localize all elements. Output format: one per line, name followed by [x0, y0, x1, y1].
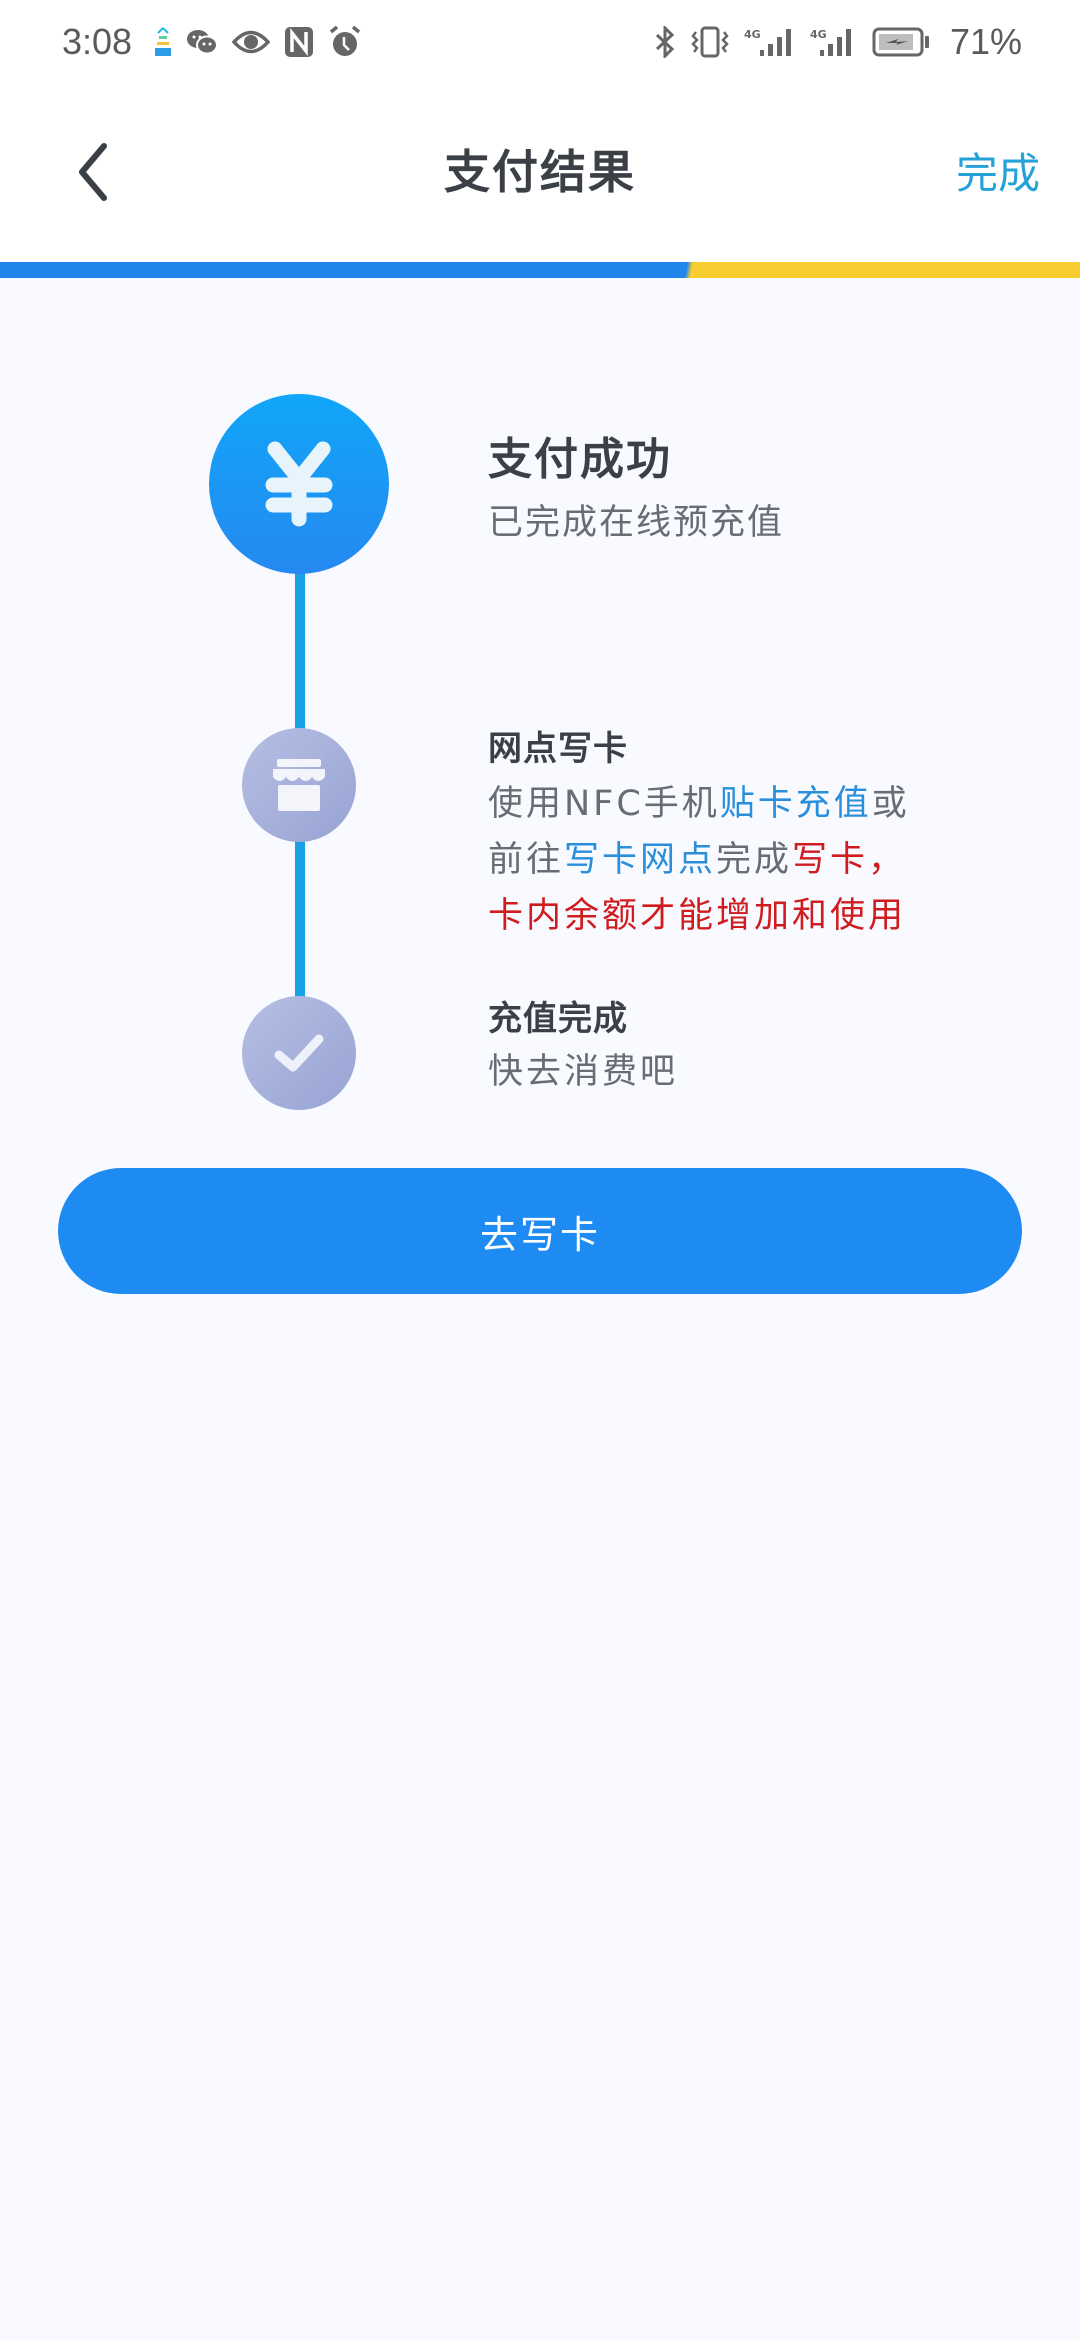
battery-charging-icon: [872, 26, 930, 58]
tap-card-recharge-link[interactable]: 贴卡充值: [719, 784, 872, 824]
warning-text: 卡内余额才能增加和使用: [488, 896, 907, 936]
wechat-icon: [186, 28, 219, 56]
payment-steps-timeline: 支付成功 已完成在线预充值 网点写卡 使用NFC手机贴卡充值或 前往写卡网点完成…: [0, 278, 1080, 1158]
step-description: 已完成在线预充值: [488, 503, 785, 543]
step-recharge-complete: 充值完成 快去消费吧: [488, 994, 678, 1100]
vibrate-icon: [690, 26, 730, 58]
store-icon: [273, 759, 325, 811]
back-button[interactable]: [62, 136, 122, 208]
warning-text: 写卡，: [792, 840, 907, 880]
nfc-icon: [284, 26, 314, 58]
step-description: 快去消费吧: [488, 1052, 679, 1092]
step-payment-success-badge: [209, 394, 389, 574]
step-description: 使用NFC手机贴卡充值或 前往写卡网点完成写卡， 卡内余额才能增加和使用: [488, 776, 910, 944]
step-write-card-badge: [242, 728, 356, 842]
svg-text:4G: 4G: [810, 28, 827, 41]
step-title: 网点写卡: [488, 729, 628, 769]
page-title: 支付结果: [444, 145, 636, 199]
text-segment: 完成: [716, 840, 793, 880]
status-time: 3:08: [62, 21, 133, 62]
progress-bar: [0, 262, 1080, 278]
bluetooth-icon: [654, 26, 676, 58]
step-title: 支付成功: [488, 434, 672, 485]
step-recharge-complete-badge: [242, 996, 356, 1110]
signal-4g-sim2-icon: 4G: [810, 26, 858, 58]
go-write-card-button[interactable]: 去写卡: [58, 1168, 1022, 1294]
chevron-left-icon: [79, 143, 107, 201]
battery-percentage: 71%: [949, 21, 1022, 62]
card-outlet-link[interactable]: 写卡网点: [564, 840, 717, 880]
text-segment: 或: [871, 784, 910, 824]
alarm-icon: [328, 26, 362, 58]
status-bar-left: 3:08: [62, 21, 362, 63]
app-notification-icon: [154, 25, 172, 59]
svg-text:4G: 4G: [744, 28, 761, 41]
text-segment: 前往: [488, 840, 565, 880]
step-title: 充值完成: [488, 999, 628, 1039]
eye-icon: [232, 29, 271, 55]
header: 支付结果 完成: [0, 84, 1080, 262]
check-icon: [274, 1034, 324, 1072]
status-bar-right: 4G 4G 71%: [654, 21, 1022, 63]
step-payment-success: 支付成功 已完成在线预充值: [488, 428, 784, 548]
status-bar: 3:08: [0, 0, 1080, 84]
done-button[interactable]: 完成: [955, 149, 1040, 198]
text-segment: 使用NFC手机: [488, 784, 720, 824]
signal-4g-sim1-icon: 4G: [744, 26, 796, 58]
step-description-line-2: 前往写卡网点完成写卡，: [488, 832, 910, 888]
step-description-line-1: 使用NFC手机贴卡充值或: [488, 776, 910, 832]
yuan-icon: [265, 441, 333, 527]
step-write-card: 网点写卡 使用NFC手机贴卡充值或 前往写卡网点完成写卡， 卡内余额才能增加和使…: [488, 726, 910, 944]
